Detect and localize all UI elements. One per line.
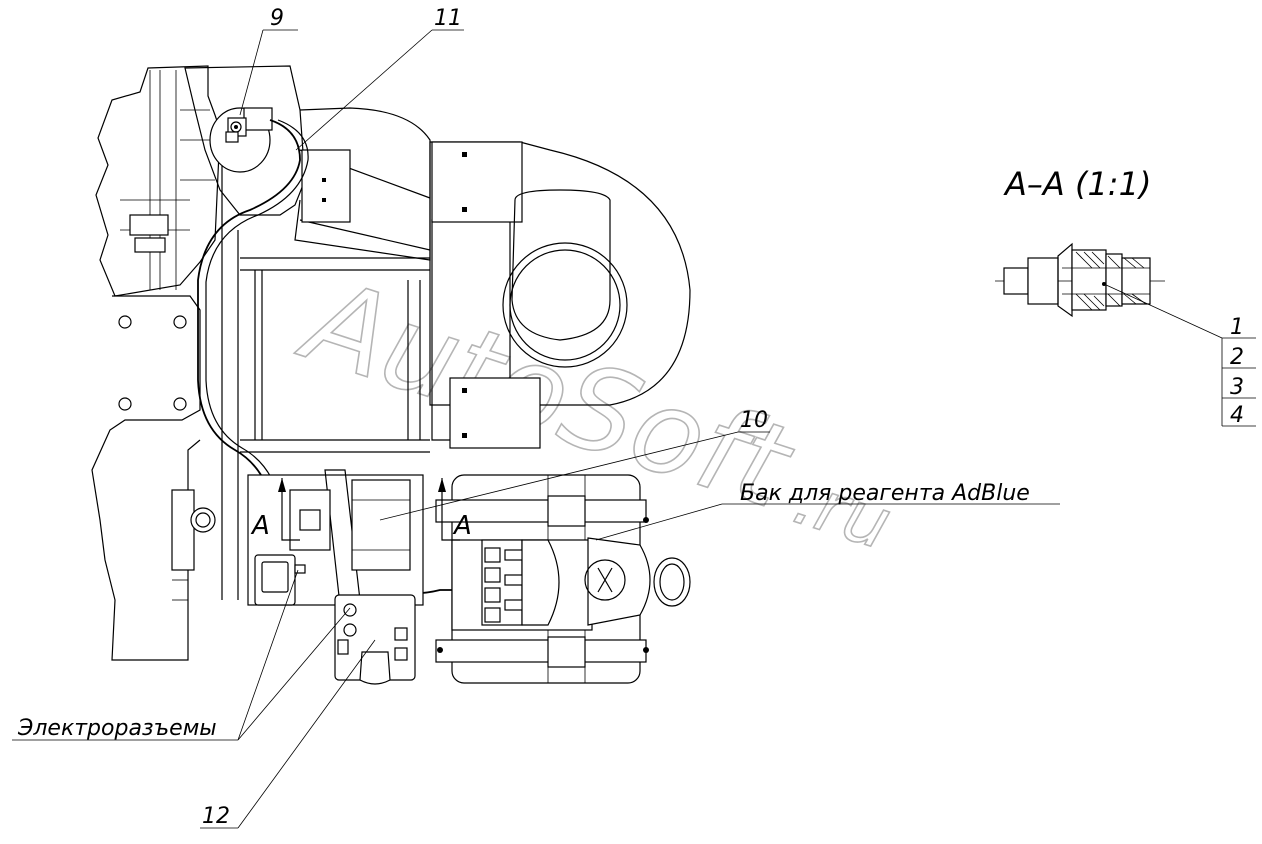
section-markers: А А	[250, 478, 472, 541]
connectors-label: Электроразъемы	[17, 716, 217, 741]
frame-rails	[221, 130, 430, 600]
section-marker-right: А	[452, 511, 472, 541]
callout-11: 11	[434, 6, 462, 31]
callout-10: 10	[740, 408, 768, 433]
sensor-9	[225, 107, 273, 143]
muffler-assembly	[184, 65, 691, 449]
stack-label-4: 4	[1230, 403, 1244, 428]
stack-label-3: 3	[1230, 375, 1244, 400]
chassis-frame	[91, 65, 221, 661]
section-title: А–А (1:1)	[1003, 165, 1151, 203]
section-view-a-a: А–А (1:1) 1 2 3 4	[995, 165, 1256, 428]
adblue-tank	[435, 474, 691, 684]
watermark-domain: .ru	[785, 458, 901, 565]
stack-label-1: 1	[1230, 315, 1244, 340]
stack-label-2: 2	[1230, 345, 1244, 370]
callout-12: 12	[202, 804, 230, 829]
section-marker-left: А	[250, 511, 270, 541]
tank-label: Бак для реагента AdBlue	[740, 481, 1030, 506]
callouts: 9 11 10 Бак для реагента AdBlue Электрор…	[12, 6, 1060, 829]
callout-9: 9	[270, 6, 284, 31]
dosing-module	[247, 469, 424, 685]
